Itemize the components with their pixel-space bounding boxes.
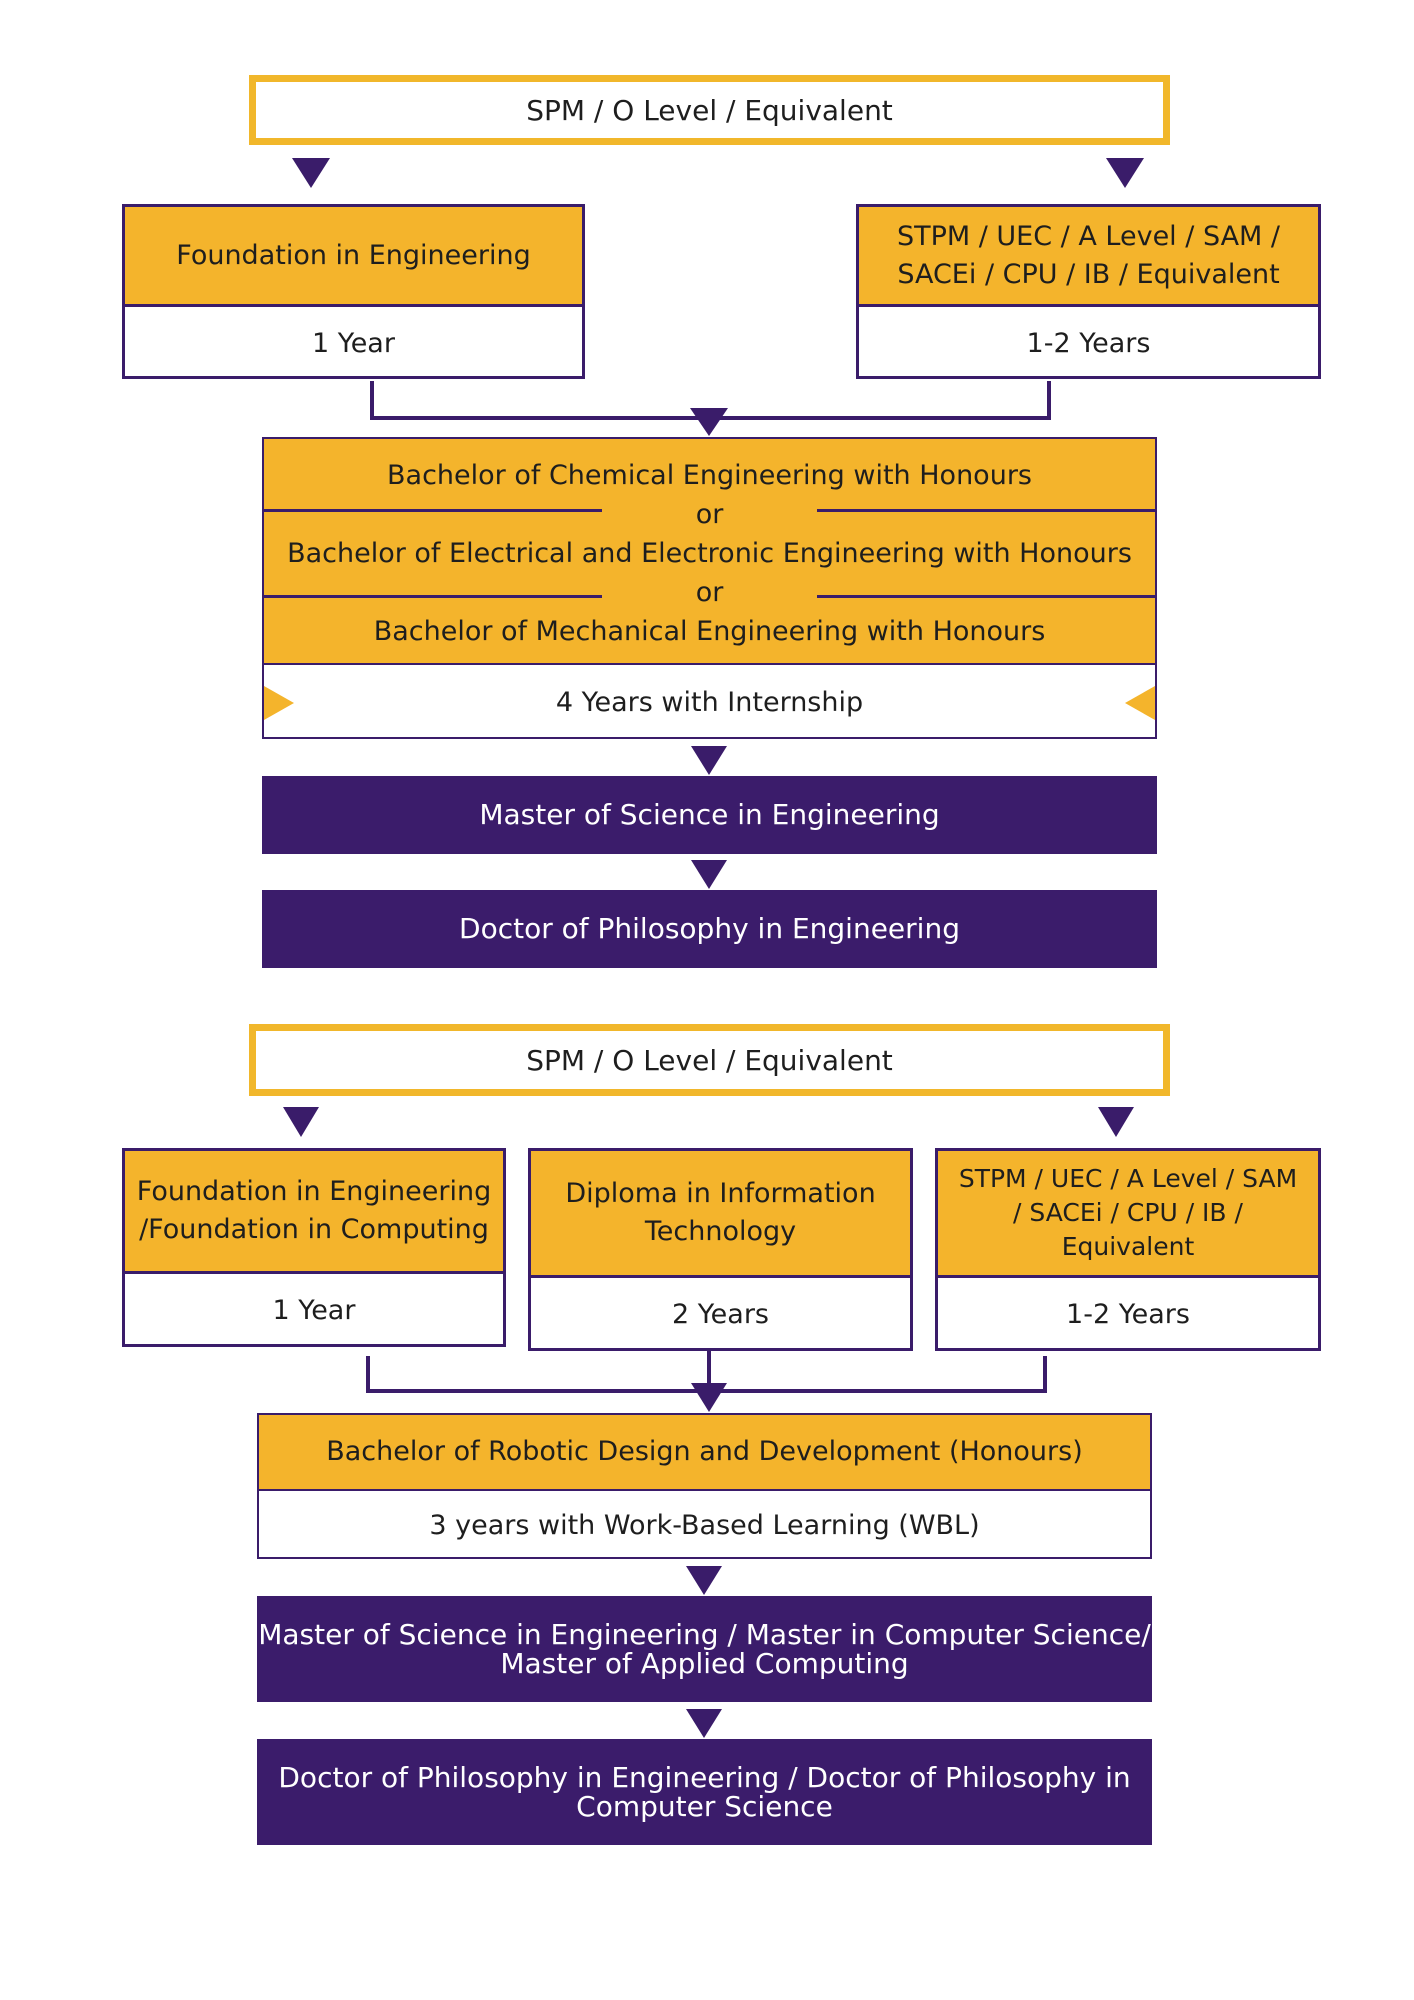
p1-entry-label: SPM / O Level / Equivalent: [526, 93, 893, 127]
p2-foundation-title: Foundation in Engineering /Foundation in…: [125, 1151, 503, 1274]
p2-bachelor-duration: 3 years with Work-Based Learning (WBL): [259, 1491, 1150, 1559]
p2-preuniversity-line2: / SACEi / CPU / IB /: [1013, 1198, 1243, 1228]
p2-foundation-duration: 1 Year: [125, 1274, 503, 1347]
p2-foundation-line2: /Foundation in Computing: [139, 1214, 489, 1245]
p2-foundation-line1: Foundation in Engineering: [136, 1176, 492, 1208]
p2-foundation-duration-text: 1 Year: [272, 1295, 356, 1326]
p2-arrow-to-bachelor-icon: [691, 1383, 727, 1412]
p1-master-box: Master of Science in Engineering: [262, 776, 1157, 854]
p1-doctor-box: Doctor of Philosophy in Engineering: [262, 890, 1157, 968]
p2-diploma-duration-text: 2 Years: [672, 1299, 769, 1330]
p2-foundation-box: Foundation in Engineering /Foundation in…: [122, 1148, 506, 1347]
p1-bachelor-duration-text: 4 Years with Internship: [555, 686, 864, 718]
p2-doctor-line1: Doctor of Philosophy in Engineering / Do…: [278, 1760, 1131, 1794]
p1-duration-left-marker-icon: [264, 686, 294, 720]
p2-bachelor-title: Bachelor of Robotic Design and Developme…: [259, 1415, 1150, 1491]
p2-arrow-to-doctor-icon: [686, 1709, 722, 1738]
p1-arrow-left-down-icon: [292, 158, 330, 188]
p2-doctor-box: Doctor of Philosophy in Engineering / Do…: [257, 1739, 1152, 1845]
p1-arrow-right-down-icon: [1106, 158, 1144, 188]
p1-foundation-duration: 1 Year: [125, 307, 582, 379]
p2-preuniversity-duration-text: 1-2 Years: [1066, 1299, 1190, 1330]
p2-doctor-line2: Computer Science: [576, 1790, 833, 1823]
p2-bachelor-duration-text: 3 years with Work-Based Learning (WBL): [429, 1509, 980, 1541]
p1-bachelor-option-electrical: Bachelor of Electrical and Electronic En…: [287, 538, 1132, 569]
p1-foundation-duration-text: 1 Year: [312, 327, 395, 359]
p1-preuniversity-line1: STPM / UEC / A Level / SAM /: [896, 220, 1281, 252]
p2-diploma-box: Diploma in Information Technology 2 Year…: [528, 1148, 913, 1351]
p1-bachelor-options: Bachelor of Chemical Engineering with Ho…: [264, 439, 1155, 665]
p2-diploma-line2: Technology: [644, 1216, 797, 1247]
p2-diploma-line1: Diploma in Information: [565, 1178, 876, 1210]
p1-doctor-label: Doctor of Philosophy in Engineering: [459, 912, 960, 946]
p1-bachelor-or-1: or: [695, 499, 724, 530]
p2-preuniversity-title: STPM / UEC / A Level / SAM / SACEi / CPU…: [938, 1151, 1318, 1278]
p1-entry-box: SPM / O Level / Equivalent: [249, 75, 1170, 145]
p1-preuniversity-line2: SACEi / CPU / IB / Equivalent: [897, 258, 1280, 290]
p2-master-box: Master of Science in Engineering / Maste…: [257, 1596, 1152, 1702]
p1-foundation-title-text: Foundation in Engineering: [176, 239, 531, 271]
p2-preuniversity-line1: STPM / UEC / A Level / SAM: [958, 1164, 1298, 1194]
p2-diploma-duration: 2 Years: [531, 1278, 910, 1351]
p1-foundation-box: Foundation in Engineering 1 Year: [122, 204, 585, 379]
p1-arrow-to-bachelor-icon: [690, 408, 728, 436]
p1-preuniversity-duration-text: 1-2 Years: [1026, 327, 1151, 359]
p2-bachelor-box: Bachelor of Robotic Design and Developme…: [257, 1413, 1152, 1559]
p1-separator-2a: [264, 595, 602, 598]
p1-bachelor-option-chemical: Bachelor of Chemical Engineering with Ho…: [387, 460, 1032, 491]
p2-diploma-title: Diploma in Information Technology: [531, 1151, 910, 1278]
p1-master-label: Master of Science in Engineering: [479, 798, 940, 832]
p1-arrow-to-doctor-icon: [691, 860, 727, 889]
p1-bachelor-or-2: or: [695, 577, 724, 608]
p2-arrow-to-master-icon: [686, 1566, 722, 1595]
p2-preuniversity-line3: Equivalent: [1061, 1231, 1195, 1261]
p2-arrow-right-down-icon: [1098, 1107, 1134, 1137]
p1-preuniversity-duration: 1-2 Years: [859, 307, 1318, 379]
p1-separator-1a: [264, 509, 602, 512]
p1-foundation-title: Foundation in Engineering: [125, 207, 582, 307]
p1-preuniversity-title: STPM / UEC / A Level / SAM / SACEi / CPU…: [859, 207, 1318, 307]
p2-bachelor-title-text: Bachelor of Robotic Design and Developme…: [326, 1436, 1083, 1468]
p1-separator-1b: [817, 509, 1155, 512]
p2-entry-label: SPM / O Level / Equivalent: [526, 1043, 893, 1077]
p2-preuniversity-box: STPM / UEC / A Level / SAM / SACEi / CPU…: [935, 1148, 1321, 1351]
p1-arrow-to-master-icon: [691, 746, 727, 775]
p1-bachelor-box: Bachelor of Chemical Engineering with Ho…: [262, 437, 1157, 739]
p2-master-line1: Master of Science in Engineering / Maste…: [258, 1617, 1151, 1651]
p1-duration-right-marker-icon: [1125, 686, 1155, 720]
p2-arrow-left-down-icon: [283, 1107, 319, 1137]
p2-entry-box: SPM / O Level / Equivalent: [249, 1024, 1170, 1096]
p1-separator-2b: [817, 595, 1155, 598]
p1-bachelor-option-mechanical: Bachelor of Mechanical Engineering with …: [373, 616, 1046, 647]
p1-bachelor-duration: 4 Years with Internship: [264, 665, 1155, 739]
p1-preuniversity-box: STPM / UEC / A Level / SAM / SACEi / CPU…: [856, 204, 1321, 379]
p2-preuniversity-duration: 1-2 Years: [938, 1278, 1318, 1351]
p2-master-line2: Master of Applied Computing: [500, 1647, 909, 1680]
